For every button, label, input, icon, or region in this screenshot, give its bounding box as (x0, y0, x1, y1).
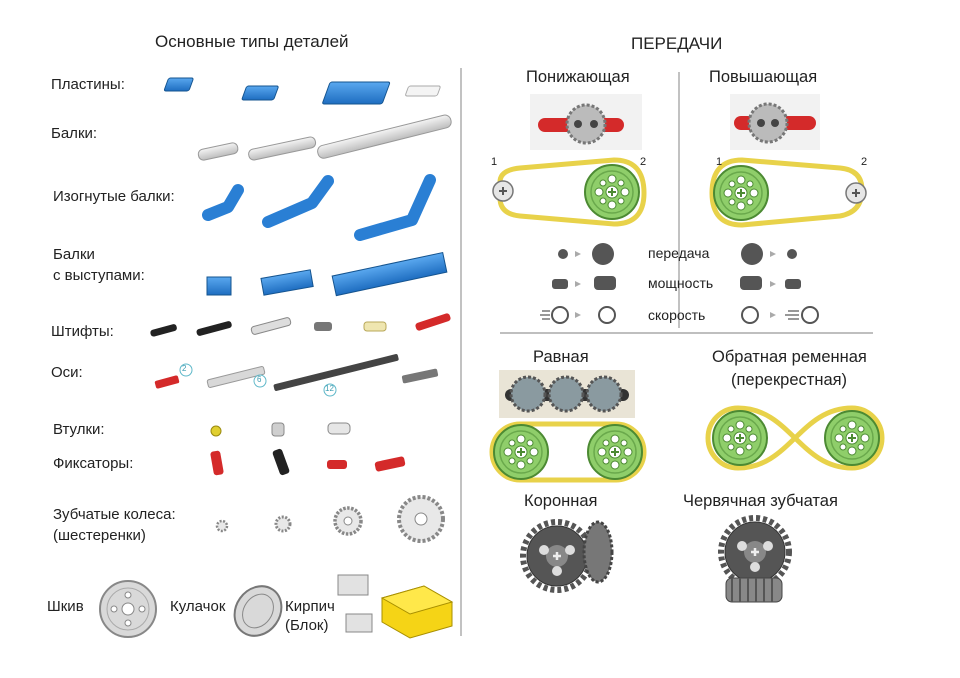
reducing-title: Понижающая (526, 68, 630, 86)
equal-belt-drive (489, 421, 647, 483)
cam-art (233, 585, 283, 637)
label-brick-2: (Блок) (285, 617, 329, 634)
row-speed: скорость (648, 307, 706, 323)
label-stud-beams-2: с выступами: (53, 267, 145, 284)
label-stud-beams-1: Балки (53, 246, 95, 263)
crossed-belt-drive (705, 405, 885, 471)
worm-title: Червячная зубчатая (683, 492, 838, 510)
reducing-photo (530, 94, 642, 150)
reducing-belt-drive (492, 157, 647, 227)
label-axles: Оси: (51, 364, 83, 381)
label-brick-1: Кирпич (285, 598, 335, 615)
pulley-art (99, 580, 157, 638)
equal-title: Равная (533, 348, 589, 366)
right-title: ПЕРЕДАЧИ (631, 34, 723, 53)
crossed-title-2: (перекрестная) (731, 371, 848, 389)
beams-art (197, 114, 452, 161)
label-connectors: Фиксаторы: (53, 455, 134, 472)
left-title: Основные типы деталей (155, 32, 349, 51)
label-gears-1: Зубчатые колеса: (53, 506, 176, 523)
connectors-art (210, 448, 406, 476)
equal-photo (499, 370, 635, 418)
crossed-title-1: Обратная ременная (712, 348, 867, 366)
row-power: мощность (648, 275, 714, 291)
reducing-num-2: 2 (640, 156, 647, 168)
label-pins: Штифты: (51, 323, 114, 340)
stud-beams-art (206, 251, 448, 297)
increasing-belt-drive (709, 157, 867, 228)
worm-gear-art (721, 518, 789, 603)
pins-art (150, 313, 451, 337)
gears-art (215, 495, 445, 543)
speed-row-art (540, 306, 819, 324)
increasing-num-1: 1 (716, 156, 723, 168)
axle-number-12: 12 (325, 384, 334, 393)
crown-gear-art (523, 522, 614, 590)
reducing-num-1: 1 (491, 156, 498, 168)
increasing-num-2: 2 (861, 156, 868, 168)
increasing-title: Повышающая (709, 68, 818, 86)
label-bushings: Втулки: (53, 421, 105, 438)
label-plates: Пластины: (51, 76, 125, 93)
power-row-art (552, 276, 801, 290)
label-beams: Балки: (51, 125, 98, 142)
label-cam: Кулачок (170, 598, 226, 615)
bent-beams-art (202, 174, 436, 241)
axle-number-6: 6 (257, 375, 262, 384)
bushings-art (210, 422, 351, 437)
transmission-row-art (558, 243, 797, 265)
axle-number-2: 2 (182, 364, 187, 373)
row-transmission: передача (648, 245, 710, 261)
bricks-art (337, 574, 454, 639)
axles-art (154, 354, 439, 397)
label-pulley: Шкив (47, 598, 84, 615)
label-bent-beams: Изогнутые балки: (53, 188, 175, 205)
label-gears-2: (шестеренки) (53, 527, 146, 544)
crown-title: Коронная (524, 492, 598, 510)
increasing-photo (730, 94, 820, 150)
plates-art (163, 77, 441, 105)
